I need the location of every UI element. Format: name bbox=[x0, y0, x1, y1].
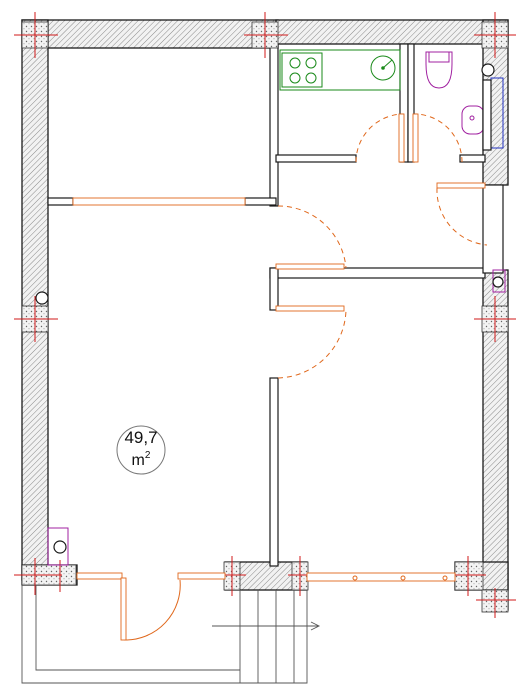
door-bedroom-leaf bbox=[275, 305, 345, 312]
wall-bath-right-block bbox=[482, 184, 504, 274]
burner-1 bbox=[289, 57, 301, 69]
burner-2 bbox=[305, 57, 317, 69]
kitchen-fixtures bbox=[279, 49, 401, 91]
room-area-label: 49,7 m2 bbox=[116, 425, 166, 475]
burner-3 bbox=[289, 72, 301, 84]
door-hall-right bbox=[436, 187, 488, 246]
wall-bedroom-top bbox=[269, 267, 486, 279]
porch-outline bbox=[21, 585, 308, 684]
wall-living-top-right bbox=[244, 197, 277, 206]
boiler-left-circle bbox=[53, 540, 67, 554]
wall-kitchen-bottom bbox=[275, 154, 357, 163]
door-entrance bbox=[123, 579, 181, 641]
sink-tap bbox=[382, 59, 393, 69]
window-hall-right bbox=[436, 182, 486, 189]
interior-walls bbox=[47, 43, 504, 567]
toilet bbox=[425, 51, 453, 89]
door-bedroom bbox=[277, 309, 347, 379]
area-unit-sup: 2 bbox=[145, 450, 151, 461]
kitchen-sink bbox=[370, 55, 396, 81]
window-hinge-3 bbox=[442, 575, 448, 581]
wall-bedroom-left bbox=[269, 377, 279, 567]
wall-top-right bbox=[275, 19, 509, 45]
pipe-left bbox=[35, 291, 49, 305]
axis-marks bbox=[14, 12, 516, 618]
misc-fixtures bbox=[35, 269, 506, 566]
boiler-left bbox=[47, 527, 69, 566]
window-bottom-door-left bbox=[177, 572, 226, 580]
window-living-top bbox=[72, 197, 246, 206]
wall-hall-vertical-upper bbox=[269, 43, 279, 207]
stove bbox=[281, 52, 323, 88]
wall-bath-left bbox=[407, 43, 415, 163]
area-value: 49,7 bbox=[124, 428, 157, 447]
entrance-stairs bbox=[21, 585, 321, 684]
wall-bedroom-top-stub bbox=[269, 267, 279, 311]
wall-bath-partition bbox=[482, 79, 492, 151]
window-bedroom-bottom bbox=[306, 572, 456, 582]
washbasin-drain bbox=[469, 115, 475, 121]
burner-4 bbox=[305, 72, 317, 84]
window-hinge-1 bbox=[352, 575, 358, 581]
structural-columns bbox=[21, 21, 509, 613]
column-bottom-right bbox=[454, 561, 484, 591]
toilet-tank bbox=[428, 51, 450, 63]
door-hall bbox=[277, 205, 347, 269]
wall-top-left bbox=[21, 19, 279, 49]
bath-pipe bbox=[481, 63, 495, 77]
exterior-walls bbox=[21, 19, 509, 611]
kitchen-counter bbox=[279, 49, 401, 91]
bathroom-fixtures bbox=[425, 51, 504, 151]
area-unit-m: m bbox=[132, 452, 145, 469]
windows bbox=[72, 182, 486, 582]
doors bbox=[120, 113, 488, 641]
window-bottom-left bbox=[76, 572, 123, 580]
wall-living-top-left bbox=[47, 197, 74, 206]
door-kitchen bbox=[355, 113, 405, 163]
door-entrance-leaf bbox=[120, 577, 127, 641]
door-kitchen-leaf bbox=[398, 113, 405, 163]
window-hinge-2 bbox=[400, 575, 406, 581]
door-bathroom bbox=[413, 113, 463, 163]
door-hall-leaf bbox=[275, 263, 345, 270]
boiler-right-circle bbox=[492, 276, 504, 288]
door-bathroom-leaf bbox=[412, 113, 419, 163]
porch-inner bbox=[35, 585, 240, 671]
wall-bath-bottom bbox=[459, 154, 486, 163]
area-circle bbox=[116, 425, 166, 475]
area-unit: m2 bbox=[132, 450, 151, 469]
